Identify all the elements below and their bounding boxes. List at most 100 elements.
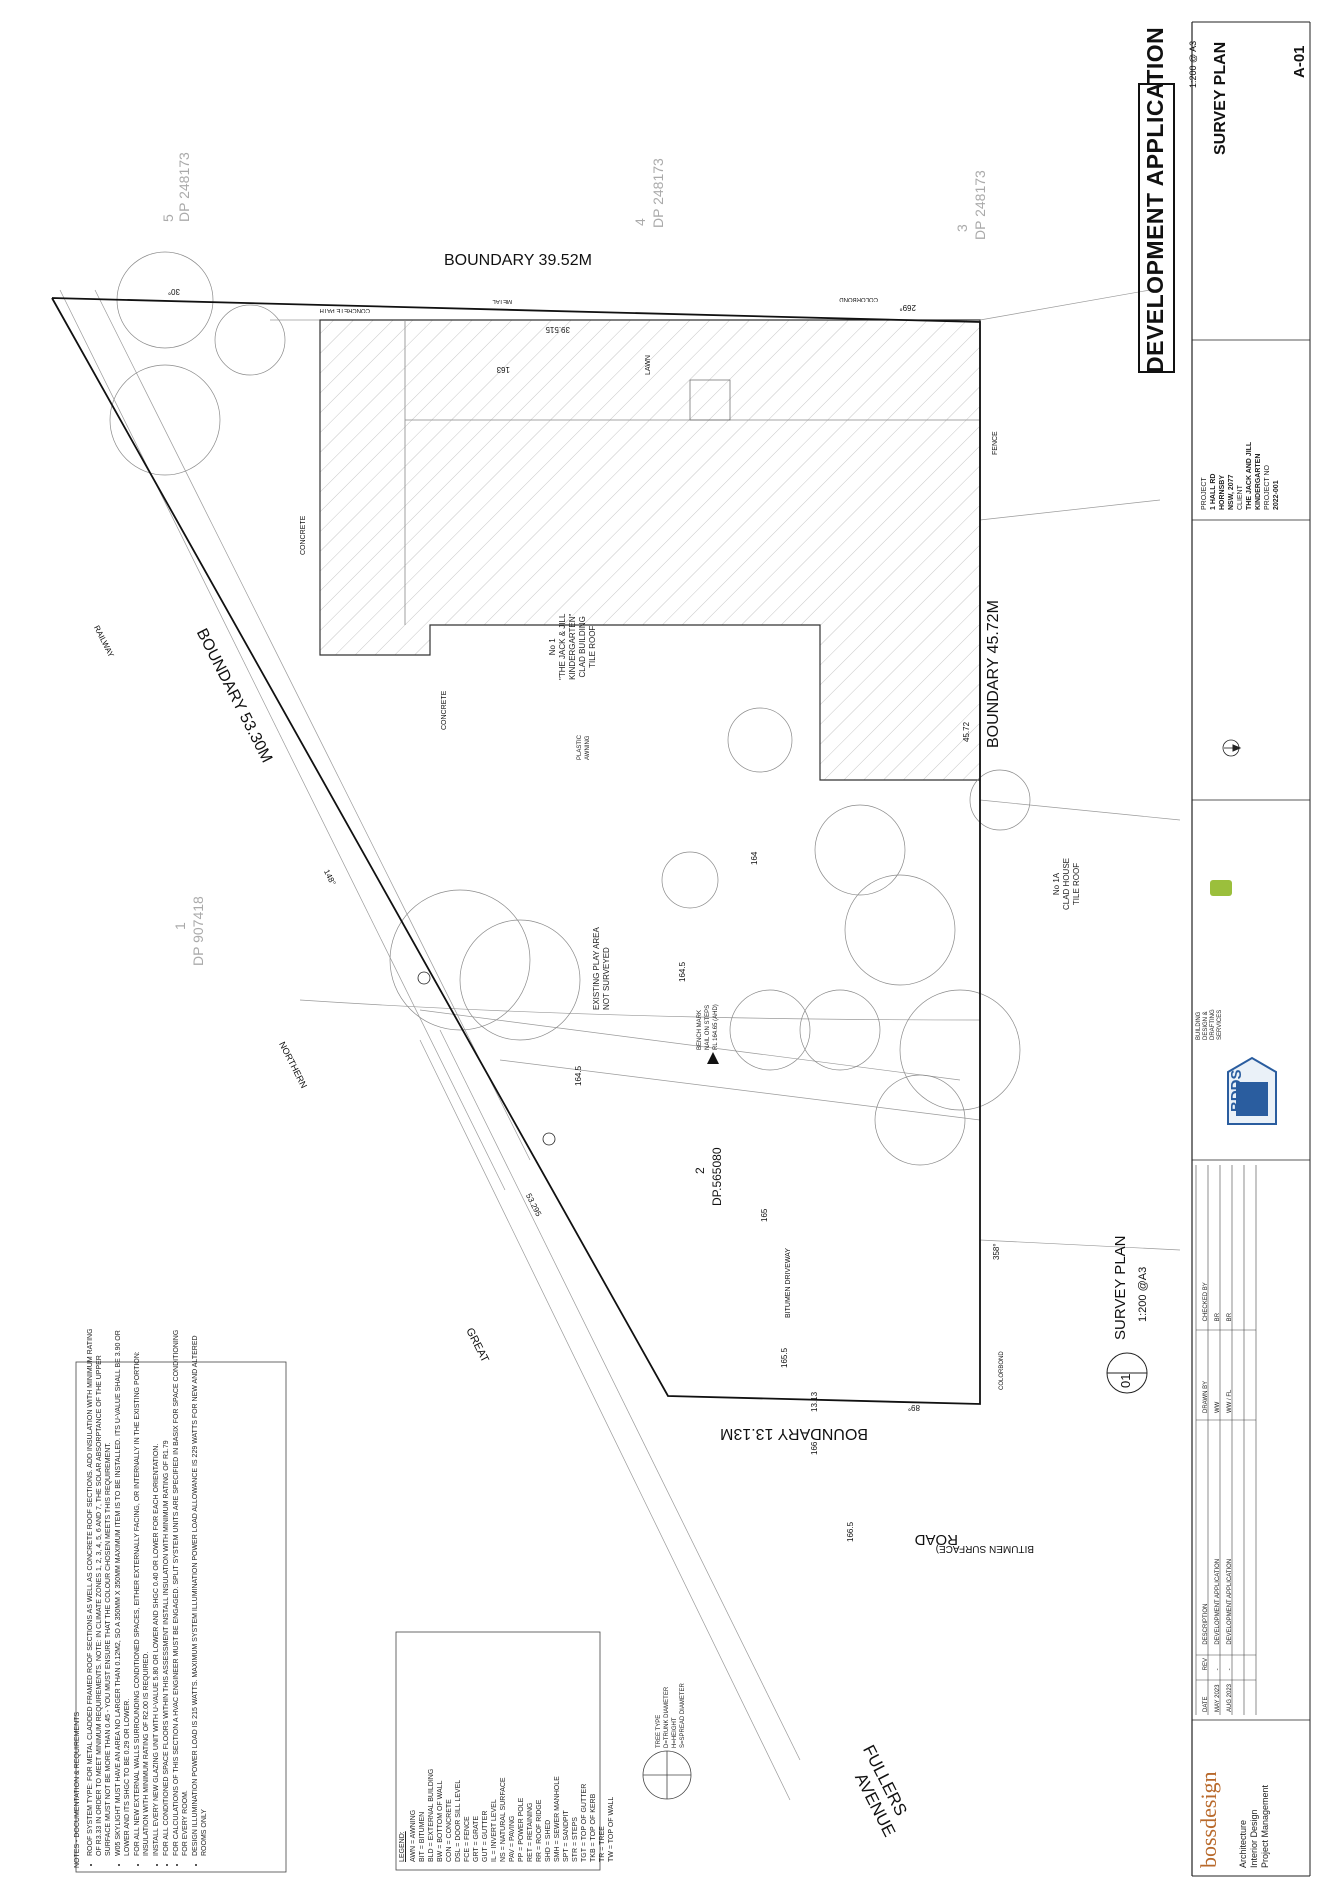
tree-canopy — [214, 304, 286, 376]
building-label-line: No 1 — [548, 638, 557, 656]
sheet-number: A-01 — [1291, 45, 1308, 78]
client-name-line-2: KINDERGARTEN — [1255, 453, 1262, 510]
neighbour-house-label: No 1A CLAD HOUSE TILE ROOF — [1052, 858, 1082, 910]
lot-number: 2 — [693, 1167, 707, 1174]
building-label-line: "THE JACK & JILL — [558, 613, 567, 680]
dimension-label: 39.515 — [545, 325, 570, 334]
north-arrow-icon — [1222, 739, 1242, 757]
tree-canopy — [874, 1074, 966, 1166]
tree-canopy — [459, 919, 581, 1041]
contour-label: 165 — [760, 1208, 769, 1222]
neighbour-label-line: TILE ROOF — [1072, 862, 1081, 906]
bench-mark-line: RL 164.65 (AHD) — [713, 1004, 719, 1050]
consultant-tagline: BUILDING DESIGN & DRAFTING SERVICES — [1196, 1009, 1224, 1040]
tree-canopies — [109, 251, 1031, 1166]
legend-item: FCE = FENCE — [464, 1816, 471, 1862]
firm-service-1: Architecture — [1238, 1819, 1248, 1868]
bearing-label: 358° — [992, 1243, 1001, 1260]
neighbour-label-line: CLAD HOUSE — [1062, 857, 1071, 910]
notes-list: ROOF SYSTEM TYPE: FOR METAL CLADDED FRAM… — [86, 1328, 209, 1868]
legend-title: LEGEND: — [399, 1831, 406, 1862]
note-item: DESIGN ILLUMINATION POWER LOAD IS 215 WA… — [191, 1328, 209, 1856]
drawing-number: 01 — [1118, 1373, 1133, 1388]
notes-frame — [75, 1361, 287, 1873]
concrete-label: CONCRETE — [300, 515, 307, 555]
rev-col-description: DESCRIPTION — [1203, 1603, 1209, 1645]
legend-item: TKB = TOP OF KERB — [590, 1793, 597, 1862]
project-address-line-2: HORNSBY — [1219, 474, 1226, 510]
neighbour-lot-4: 1 — [172, 922, 188, 930]
rev-cell: - — [1215, 1668, 1221, 1671]
legend-item: DSL = DOOR SILL LEVEL — [455, 1779, 462, 1862]
legend-item: SPT = SANDPIT — [563, 1810, 570, 1862]
concrete-label-2: CONCRETE — [441, 690, 448, 730]
play-area-line: NOT SURVEYED — [602, 947, 611, 1010]
note-item: INSTALL EVERY NEW GLAZING UNIT WITH U-VA… — [152, 1328, 161, 1856]
tree-canopy — [969, 769, 1031, 831]
note-item: FOR ALL NEW EXTERNAL WALLS SURROUNDING C… — [133, 1328, 151, 1856]
contour-label: 166.5 — [846, 1521, 855, 1542]
revision-table-grid — [1195, 1165, 1257, 1715]
neighbour-dp-2: DP 248173 — [650, 158, 666, 228]
note-item: ROOF SYSTEM TYPE: FOR METAL CLADDED FRAM… — [86, 1328, 113, 1856]
boundary-north-label: BOUNDARY 39.52M — [444, 252, 592, 269]
revision-header: DATE REV DESCRIPTION DRAWN BY CHECKED BY — [1200, 1261, 1212, 1712]
contour-label: 164.5 — [678, 961, 687, 982]
rev-cell: BR — [1227, 1312, 1233, 1322]
legend-item: GUT = GUTTER — [482, 1810, 489, 1862]
client-name-line-1: THE JACK AND JILL — [1246, 441, 1253, 510]
contour-label: 166 — [810, 1441, 819, 1455]
tree-canopy — [661, 851, 719, 909]
building-footprint — [319, 319, 981, 781]
tree-key-line: H=HEIGHT — [672, 1717, 678, 1748]
lawn-label: LAWN — [645, 355, 652, 375]
site-boundary — [51, 297, 981, 1405]
plastic-awning-label: PLASTIC AWNING — [576, 735, 592, 760]
bearing-label: 269° — [899, 303, 916, 312]
legend-item: TGT = TOP OF GUTTER — [581, 1783, 588, 1862]
tree-canopy — [844, 874, 956, 986]
contour-label: 164.5 — [574, 1065, 583, 1086]
neighbour-lot-2: 4 — [632, 218, 648, 226]
tree-key: TREE TYPE D=TRUNK DIAMETER H=HEIGHT S=SP… — [655, 1683, 687, 1748]
project-number: 2022-001 — [1273, 480, 1280, 510]
rev-col-rev: REV — [1203, 1657, 1209, 1671]
awning-line: PLASTIC — [577, 734, 583, 760]
contour-label: 165.5 — [780, 1347, 789, 1368]
legend-item: PP = POWER POLE — [518, 1797, 525, 1862]
bdaa-logo-icon — [1210, 880, 1232, 896]
firm-services: Architecture Interior Design Project Man… — [1238, 1785, 1271, 1868]
legend-item: BLD = EXTERNAL BUILDING — [428, 1768, 435, 1862]
consultant-name: BDDS — [1228, 1069, 1245, 1112]
neighbour-label-line: No 1A — [1052, 872, 1061, 896]
bench-mark-line: BENCH MARK — [697, 1009, 703, 1050]
tree-canopy — [729, 989, 811, 1071]
bitumen-surface-label: BITUMEN SURFACE) — [935, 1543, 1034, 1554]
contour-label: 163 — [496, 365, 510, 374]
notes-title: NOTES - DOCUMENTATION & REQUIREMENTS — [74, 1711, 81, 1868]
legend-item: AWN = AWNING — [410, 1809, 417, 1862]
note-item: FOR ALL CONDITIONED SPACE FLOORS WITHIN … — [162, 1328, 171, 1856]
metal-label: METAL — [492, 298, 512, 304]
bench-mark-symbol — [707, 1052, 719, 1064]
client-label: CLIENT — [1237, 485, 1244, 510]
project-address-line-3: NSW, 2077 — [1228, 474, 1235, 510]
rev-cell: AUG 2023 — [1227, 1683, 1233, 1712]
drawing-caption-scale: 1:200 @A3 — [1137, 1266, 1149, 1322]
dimension-label: 13.13 — [810, 1391, 819, 1412]
boundary-south-label: BOUNDARY 13.13M — [720, 1425, 868, 1442]
title-block-frame — [1191, 21, 1311, 1877]
legend-frame — [395, 1631, 692, 1871]
colorbond-label-2: COLORBOND — [999, 1351, 1005, 1390]
rev-col-checked: CHECKED BY — [1203, 1282, 1209, 1322]
firm-logo: bossdesign — [1196, 1771, 1221, 1868]
neighbour-dp-1: DP 248173 — [176, 152, 192, 222]
deposited-plan-number: DP.565080 — [710, 1147, 724, 1207]
boundary-east-label: BOUNDARY 45.72M — [985, 600, 1002, 748]
legend-item: BIT = BITUMEN — [419, 1811, 426, 1862]
bench-mark-line: NAIL ON STEPS — [705, 1004, 711, 1050]
consultant-tag-4: SERVICES — [1217, 1009, 1223, 1040]
note-item: FOR CALCULATIONS OF THIS SECTION A HVAC … — [172, 1328, 190, 1856]
